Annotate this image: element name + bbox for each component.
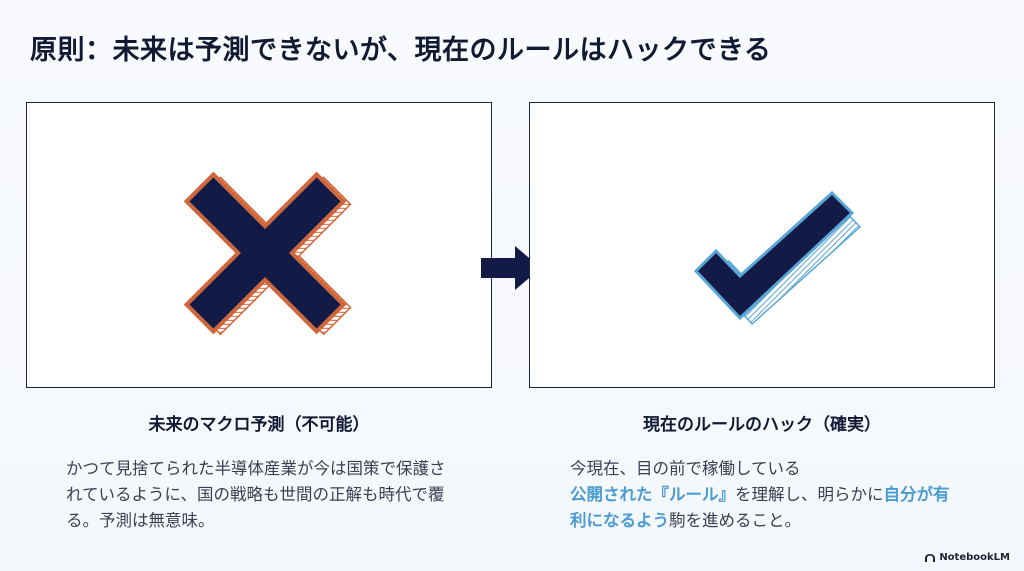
caption-current-rules: 現在のルールのハック（確実） <box>643 415 881 435</box>
panel-current-rules <box>529 102 995 388</box>
check-icon <box>693 190 862 326</box>
description-text: を理解し、明らかに <box>735 485 884 504</box>
brand-name: NotebookLM <box>939 552 1010 563</box>
cross-icon <box>183 171 352 336</box>
panel-future-prediction <box>26 102 492 388</box>
notebooklm-logo-icon <box>925 553 936 562</box>
arrow-right-icon <box>481 246 541 290</box>
description-current-rules: 今現在、目の前で稼働している公開された『ルール』を理解し、明らかに自分が有利にな… <box>570 456 960 534</box>
description-text: 今現在、目の前で稼働している <box>570 459 801 478</box>
slide-title: 原則：未来は予測できないが、現在のルールはハックできる <box>30 35 772 66</box>
caption-future-prediction: 未来のマクロ予測（不可能） <box>148 415 370 435</box>
highlight-public-rules: 公開された『ルール』 <box>570 485 735 504</box>
description-text: 駒を進めること。 <box>669 511 801 530</box>
brand-watermark: NotebookLM <box>925 552 1010 563</box>
description-future-prediction: かつて見捨てられた半導体産業が今は国策で保護されているように、国の戦略も世間の正… <box>66 459 446 530</box>
highlight-advantage: 自分が有利になるよう <box>570 485 950 530</box>
